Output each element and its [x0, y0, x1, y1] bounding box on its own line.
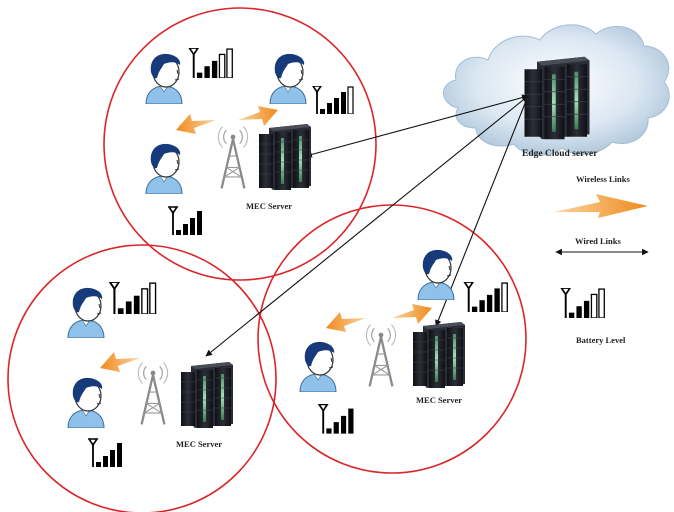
signal-bars-icon	[188, 48, 234, 78]
server-rack-icon	[258, 124, 312, 190]
wireless-arrow-icon	[554, 194, 648, 218]
cell-tower-icon	[365, 323, 397, 388]
user-icon	[299, 341, 337, 392]
wired-link-right	[435, 95, 529, 327]
signal-bars-icon	[318, 404, 355, 434]
server-rack-icon	[412, 322, 466, 388]
signal-bars-icon	[108, 282, 157, 314]
server-rack-icon	[180, 362, 234, 428]
signal-bars-icon	[168, 206, 203, 236]
wireless-arrow-icon	[100, 352, 140, 372]
signal-bars-icon	[463, 282, 509, 312]
wired-link-left	[205, 95, 529, 357]
legend-battery-level-label: Battery Level	[576, 335, 626, 345]
legend-wireless-links-label: Wireless Links	[576, 174, 630, 184]
cell-boundary-left	[7, 244, 277, 512]
wireless-arrow-icon	[392, 304, 432, 324]
user-icon	[269, 53, 307, 104]
signal-bars-icon	[312, 86, 354, 114]
user-icon	[145, 53, 183, 104]
wired-links	[205, 94, 529, 357]
user-icon	[67, 287, 105, 338]
wireless-arrow-icon	[238, 106, 278, 126]
cell-boundary-right	[257, 204, 527, 474]
user-icon	[67, 377, 105, 428]
mec-server-label-right: MEC Server	[416, 395, 462, 405]
user-icon	[417, 249, 455, 300]
cell-tower-icon	[217, 125, 249, 190]
legend-wired-links-label: Wired Links	[575, 236, 621, 246]
signal-bars-icon	[88, 438, 123, 468]
wireless-arrow-icon	[326, 312, 366, 332]
cell-tower-icon	[137, 361, 169, 426]
mec-server-label-left: MEC Server	[176, 439, 222, 449]
edge-cloud-server-label: Edge Cloud server	[522, 149, 598, 159]
wireless-arrow-icon	[176, 114, 216, 134]
user-icon	[145, 143, 183, 194]
legend: Wireless Links Wired Links Battery Level	[554, 174, 649, 345]
mec-server-label-top: MEC Server	[246, 201, 292, 211]
signal-bars-icon	[560, 288, 606, 318]
